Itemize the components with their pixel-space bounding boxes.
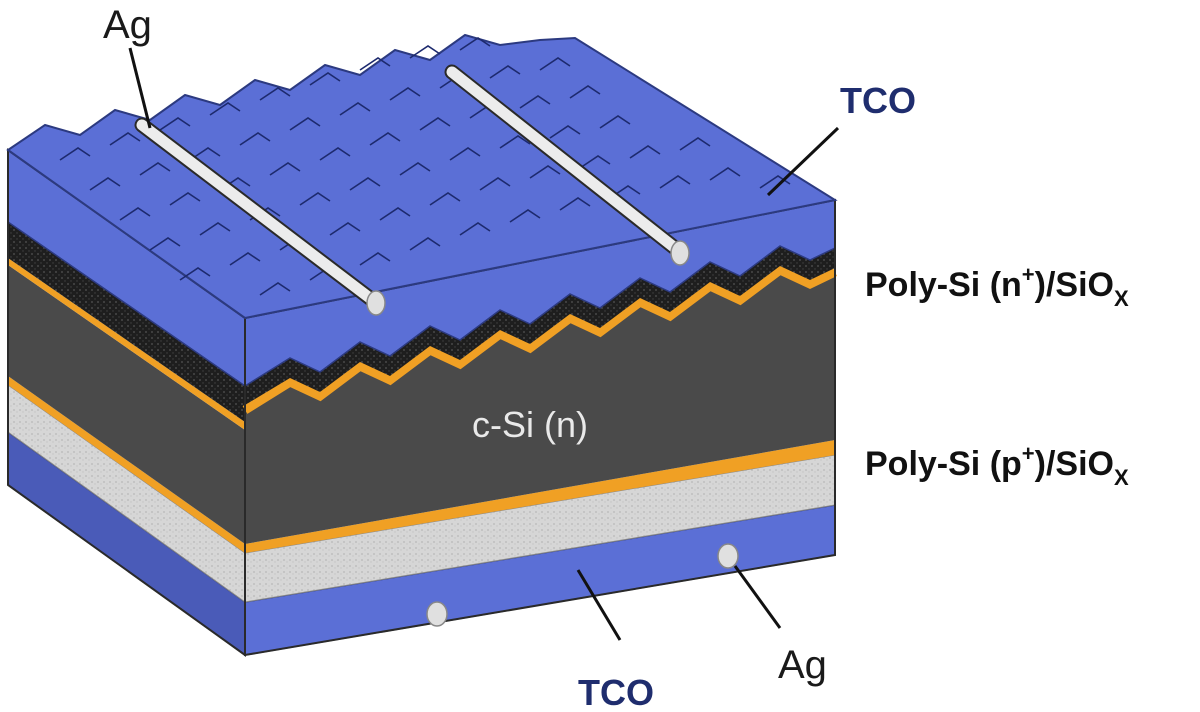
label-tco-bottom: TCO <box>578 672 654 712</box>
ag-contact-bottom-right <box>717 543 739 569</box>
leader-ag-bottom <box>733 565 782 629</box>
leader-lines <box>128 47 840 641</box>
leader-ag-top <box>128 47 152 129</box>
right-csi <box>245 270 835 544</box>
left-face <box>7 148 246 657</box>
label-ag-top: Ag <box>103 3 152 47</box>
top-tco-surface <box>6 33 838 320</box>
label-tco-top: TCO <box>840 80 916 121</box>
left-csi <box>8 265 245 544</box>
right-siox-top <box>242 264 837 414</box>
pyramid-texture <box>59 37 791 296</box>
leader-tco-top <box>766 126 840 197</box>
right-poly-n <box>245 246 835 405</box>
right-siox-bottom <box>245 440 835 553</box>
label-poly-n: Poly-Si (n+)/SiOX <box>865 262 1129 311</box>
label-ag-bottom: Ag <box>778 643 827 687</box>
label-poly-p: Poly-Si (p+)/SiOX <box>865 441 1129 490</box>
left-siox-bottom <box>8 376 245 553</box>
left-poly-n <box>8 222 245 422</box>
right-face <box>242 198 837 657</box>
top-face <box>6 33 838 320</box>
ag-contact-bottom-left <box>426 601 448 627</box>
leader-tco-bottom <box>576 569 622 641</box>
left-siox-top <box>8 258 245 430</box>
label-csi: c-Si (n) <box>472 404 588 445</box>
